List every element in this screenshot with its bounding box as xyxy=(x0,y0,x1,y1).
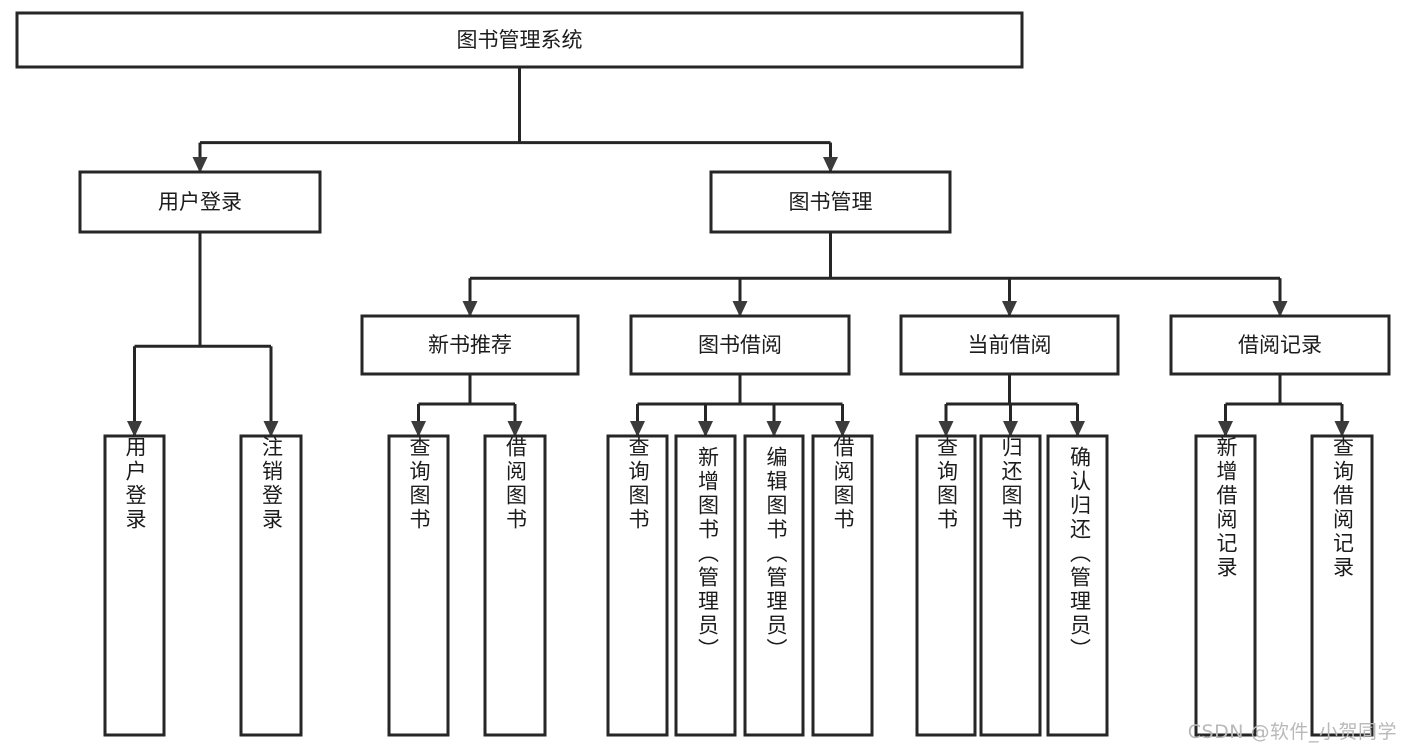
edge-group-book-manage xyxy=(462,232,1288,317)
arrow-head-icon xyxy=(411,421,426,437)
node-box-leaf-query-book-recommend xyxy=(387,434,450,737)
node-current-borrow[interactable]: 当前借阅 xyxy=(899,314,1120,376)
node-box-leaf-borrow-book xyxy=(811,434,874,737)
node-leaf-user-login[interactable] xyxy=(103,434,166,737)
node-leaf-query-book-borrow[interactable] xyxy=(606,434,669,737)
arrow-head-icon xyxy=(192,157,208,173)
arrow-head-icon xyxy=(630,421,645,437)
node-box-leaf-confirm-return xyxy=(1046,434,1109,737)
node-box-root xyxy=(15,11,1024,69)
node-leaf-add-book[interactable] xyxy=(674,434,737,737)
edge-group-user-login xyxy=(127,232,279,437)
node-book-manage[interactable]: 图书管理 xyxy=(709,170,952,234)
connector-layer xyxy=(127,67,1350,437)
arrow-head-icon xyxy=(507,421,523,437)
arrow-head-icon xyxy=(766,421,782,437)
node-new-book-recommend[interactable]: 新书推荐 xyxy=(360,314,580,376)
node-borrow-record[interactable]: 借阅记录 xyxy=(1169,314,1391,376)
node-box-leaf-borrow-book-recommend xyxy=(483,434,547,737)
node-leaf-return-book[interactable] xyxy=(979,434,1042,737)
edge-group-root xyxy=(192,67,838,173)
node-box-leaf-edit-book xyxy=(743,434,805,737)
arrow-head-icon xyxy=(1218,421,1233,437)
node-box-leaf-query-borrow-record xyxy=(1310,434,1374,737)
arrow-head-icon xyxy=(835,421,850,437)
node-leaf-query-book-recommend[interactable] xyxy=(387,434,450,737)
arrow-head-icon xyxy=(732,301,748,317)
node-box-current-borrow xyxy=(899,314,1120,376)
arrow-head-icon xyxy=(127,421,142,437)
node-label-book-manage: 图书管理 xyxy=(789,190,873,214)
arrow-head-icon xyxy=(1334,421,1350,437)
node-label-root: 图书管理系统 xyxy=(457,28,583,52)
arrow-head-icon xyxy=(263,421,279,437)
arrow-head-icon xyxy=(698,421,713,437)
arrow-head-icon xyxy=(1002,301,1017,317)
node-box-new-book-recommend xyxy=(360,314,580,376)
node-user-login[interactable]: 用户登录 xyxy=(78,170,322,234)
node-leaf-query-borrow-record[interactable] xyxy=(1310,434,1374,737)
arrow-head-icon xyxy=(823,157,838,173)
arrow-head-icon xyxy=(1070,421,1085,437)
node-box-leaf-query-book-current xyxy=(915,434,977,737)
node-book-borrow[interactable]: 图书借阅 xyxy=(629,314,851,376)
node-leaf-query-book-current[interactable] xyxy=(915,434,977,737)
node-leaf-borrow-book-recommend[interactable] xyxy=(483,434,547,737)
node-leaf-edit-book[interactable] xyxy=(743,434,805,737)
node-box-leaf-return-book xyxy=(979,434,1042,737)
edge-group-current-borrow xyxy=(938,374,1085,437)
node-box-leaf-add-book xyxy=(674,434,737,737)
node-box-leaf-add-borrow-record xyxy=(1194,434,1257,737)
node-leaf-confirm-return[interactable] xyxy=(1046,434,1109,737)
node-leaf-borrow-book[interactable] xyxy=(811,434,874,737)
node-box-book-manage xyxy=(709,170,952,234)
node-leaf-add-borrow-record[interactable] xyxy=(1194,434,1257,737)
node-box-user-login xyxy=(78,170,322,234)
arrow-head-icon xyxy=(462,301,478,317)
node-root[interactable]: 图书管理系统 xyxy=(15,11,1024,69)
edge-group-new-book-recommend xyxy=(411,374,523,437)
node-box-book-borrow xyxy=(629,314,851,376)
node-label-user-login: 用户登录 xyxy=(158,190,242,214)
arrow-head-icon xyxy=(1272,301,1288,317)
node-box-leaf-query-book-borrow xyxy=(606,434,669,737)
edge-group-book-borrow xyxy=(630,374,850,437)
node-label-book-borrow: 图书借阅 xyxy=(698,333,782,357)
arrow-head-icon xyxy=(938,421,954,437)
node-box-leaf-logout xyxy=(239,434,303,737)
node-label-new-book-recommend: 新书推荐 xyxy=(428,333,512,357)
node-leaf-logout[interactable] xyxy=(239,434,303,737)
arrow-head-icon xyxy=(1003,421,1018,437)
node-box-borrow-record xyxy=(1169,314,1391,376)
node-label-borrow-record: 借阅记录 xyxy=(1238,333,1322,357)
edge-group-borrow-record xyxy=(1218,374,1350,437)
node-label-current-borrow: 当前借阅 xyxy=(968,333,1052,357)
watermark-text: CSDN @软件_小贺同学 xyxy=(1187,721,1397,743)
node-box-leaf-user-login xyxy=(103,434,166,737)
